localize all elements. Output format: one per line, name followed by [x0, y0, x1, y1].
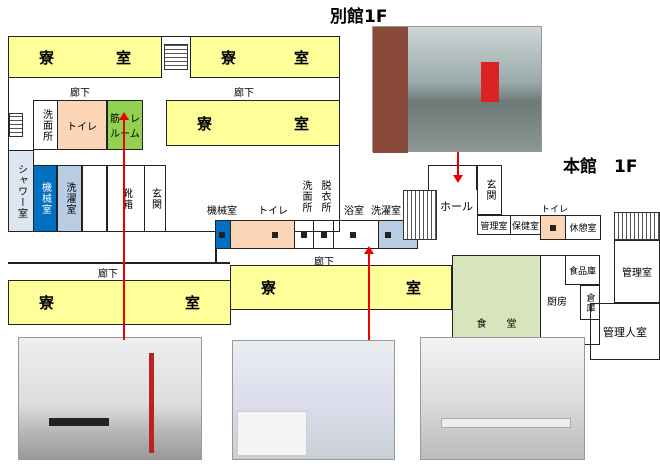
main-dressing-label: 脱衣所	[319, 180, 330, 213]
dining-photo	[420, 337, 585, 460]
main-health-room: 保健室	[510, 215, 541, 235]
arrow-head-icon	[453, 175, 463, 183]
main-dorm-1: 寮室	[8, 280, 231, 325]
bath-arrow	[368, 252, 370, 340]
annex-laundry: 洗濯室	[64, 182, 75, 215]
gym-photo	[18, 337, 202, 460]
annex-dorm-1: 寮室	[8, 36, 162, 78]
annex-shoebox: 靴箱	[120, 187, 132, 210]
main-machine-label: 機械室	[207, 206, 237, 217]
main-laundry-label: 洗濯室	[371, 206, 401, 217]
main-rest-room: 休憩室	[565, 215, 601, 240]
main-entrance: 玄関	[484, 179, 495, 201]
main-corridor-label-2: 廊下	[314, 257, 334, 268]
main-pantry: 食品庫	[565, 255, 600, 285]
annex-hall-photo	[372, 26, 542, 153]
main-office: 管理室	[477, 215, 511, 235]
annex-entrance: 玄関	[149, 187, 161, 210]
arrow-head-icon	[119, 112, 129, 120]
main-title: 本館 1F	[563, 157, 638, 177]
annex-machine-room: 機械室	[39, 182, 51, 215]
annex-title: 別館1F	[330, 7, 388, 27]
annex-dorm-2: 寮室	[190, 36, 340, 78]
main-hall: ホール	[440, 200, 473, 213]
main-toilet	[230, 220, 295, 249]
main-toilet2	[540, 215, 566, 240]
main-storage: 倉庫	[584, 292, 595, 313]
main-bath	[333, 220, 379, 249]
annex-side-stairs	[9, 113, 23, 137]
main-stairs-2	[614, 212, 660, 240]
main-office-2: 管理室	[614, 240, 660, 303]
main-washroom-label: 洗面所	[300, 180, 311, 213]
annex-dorm-3: 寮室	[166, 100, 340, 146]
main-toilet-label: トイレ	[258, 206, 288, 217]
main-toilet2-label: トイレ	[541, 205, 569, 215]
main-dorm-2: 寮室	[230, 265, 452, 310]
main-corridor-label-1: 廊下	[98, 269, 118, 280]
main-dining-hall: 食堂	[452, 255, 541, 345]
main-manager-room: 管理人室	[590, 303, 660, 360]
annex-toilet: トイレ	[57, 100, 107, 150]
main-stairs	[403, 190, 437, 240]
annex-gym: 筋トレルーム	[107, 100, 143, 150]
main-bath-label: 浴室	[344, 206, 364, 217]
hall-arrow	[457, 152, 459, 176]
annex-washroom: 洗面所	[40, 108, 52, 142]
gym-arrow	[123, 118, 125, 340]
annex-shower: シャワー室	[15, 163, 27, 219]
annex-corridor-label-2: 廊下	[234, 88, 254, 99]
annex-stairs	[164, 44, 188, 70]
annex-corridor-label: 廊下	[70, 88, 90, 99]
bath-photo	[232, 340, 395, 460]
arrow-head-icon	[364, 246, 374, 254]
